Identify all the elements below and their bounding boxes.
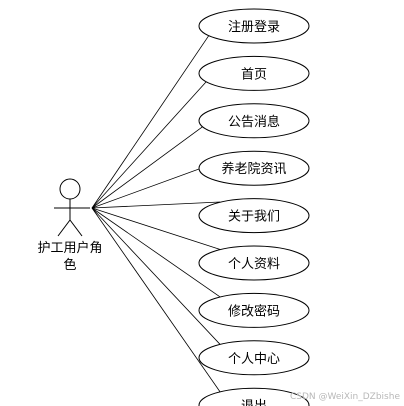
use-case-label: 个人中心 [228,352,280,367]
actor-head [59,178,81,200]
association-line [91,113,221,209]
use-case: 养老院资讯 [198,150,310,186]
use-case-label: 首页 [241,67,267,82]
association-line [91,66,221,209]
use-case-label: 关于我们 [228,210,280,225]
association-lines [91,18,221,392]
association-line [91,207,221,392]
association-line [91,207,221,345]
use-case-ellipse [198,55,310,91]
use-case: 关于我们 [198,198,310,234]
association-line [91,201,220,209]
association-line [91,207,221,298]
use-case: 个人资料 [198,245,310,281]
use-case-ellipse [198,103,310,139]
use-case-label: 个人资料 [228,257,280,272]
use-case: 个人中心 [198,340,310,376]
use-case-label: 修改密码 [228,303,280,319]
use-case: 公告消息 [198,103,310,139]
use-case: 修改密码 [198,292,310,328]
use-case-ellipse [198,340,310,376]
association-line [91,18,221,209]
use-case-label: 退出 [241,399,267,406]
use-case: 首页 [198,55,310,91]
use-case-ellipse [198,8,310,44]
use-case-ellipse [198,245,310,281]
actor: 护工用户角 色 [37,178,103,273]
use-case-label: 注册登录 [228,20,280,35]
use-cases: 注册登录首页公告消息养老院资讯关于我们个人资料修改密码个人中心退出 [198,8,310,406]
watermark: CSDN @WeiXin_DZbishe [290,392,401,402]
use-case-ellipse [198,150,310,186]
actor-label-line1: 护工用户角 [37,240,102,256]
use-case-ellipse [198,387,310,406]
use-case-label: 养老院资讯 [221,161,286,177]
actor-leg-left [57,219,71,237]
use-case-ellipse [198,292,310,328]
actor-label-line2: 色 [63,257,76,273]
use-case-label: 公告消息 [228,114,280,130]
use-case-ellipse [198,198,310,234]
actor-leg-right [69,219,83,237]
use-case: 注册登录 [198,8,310,44]
use-case: 退出 [198,387,310,406]
association-line [91,207,221,250]
